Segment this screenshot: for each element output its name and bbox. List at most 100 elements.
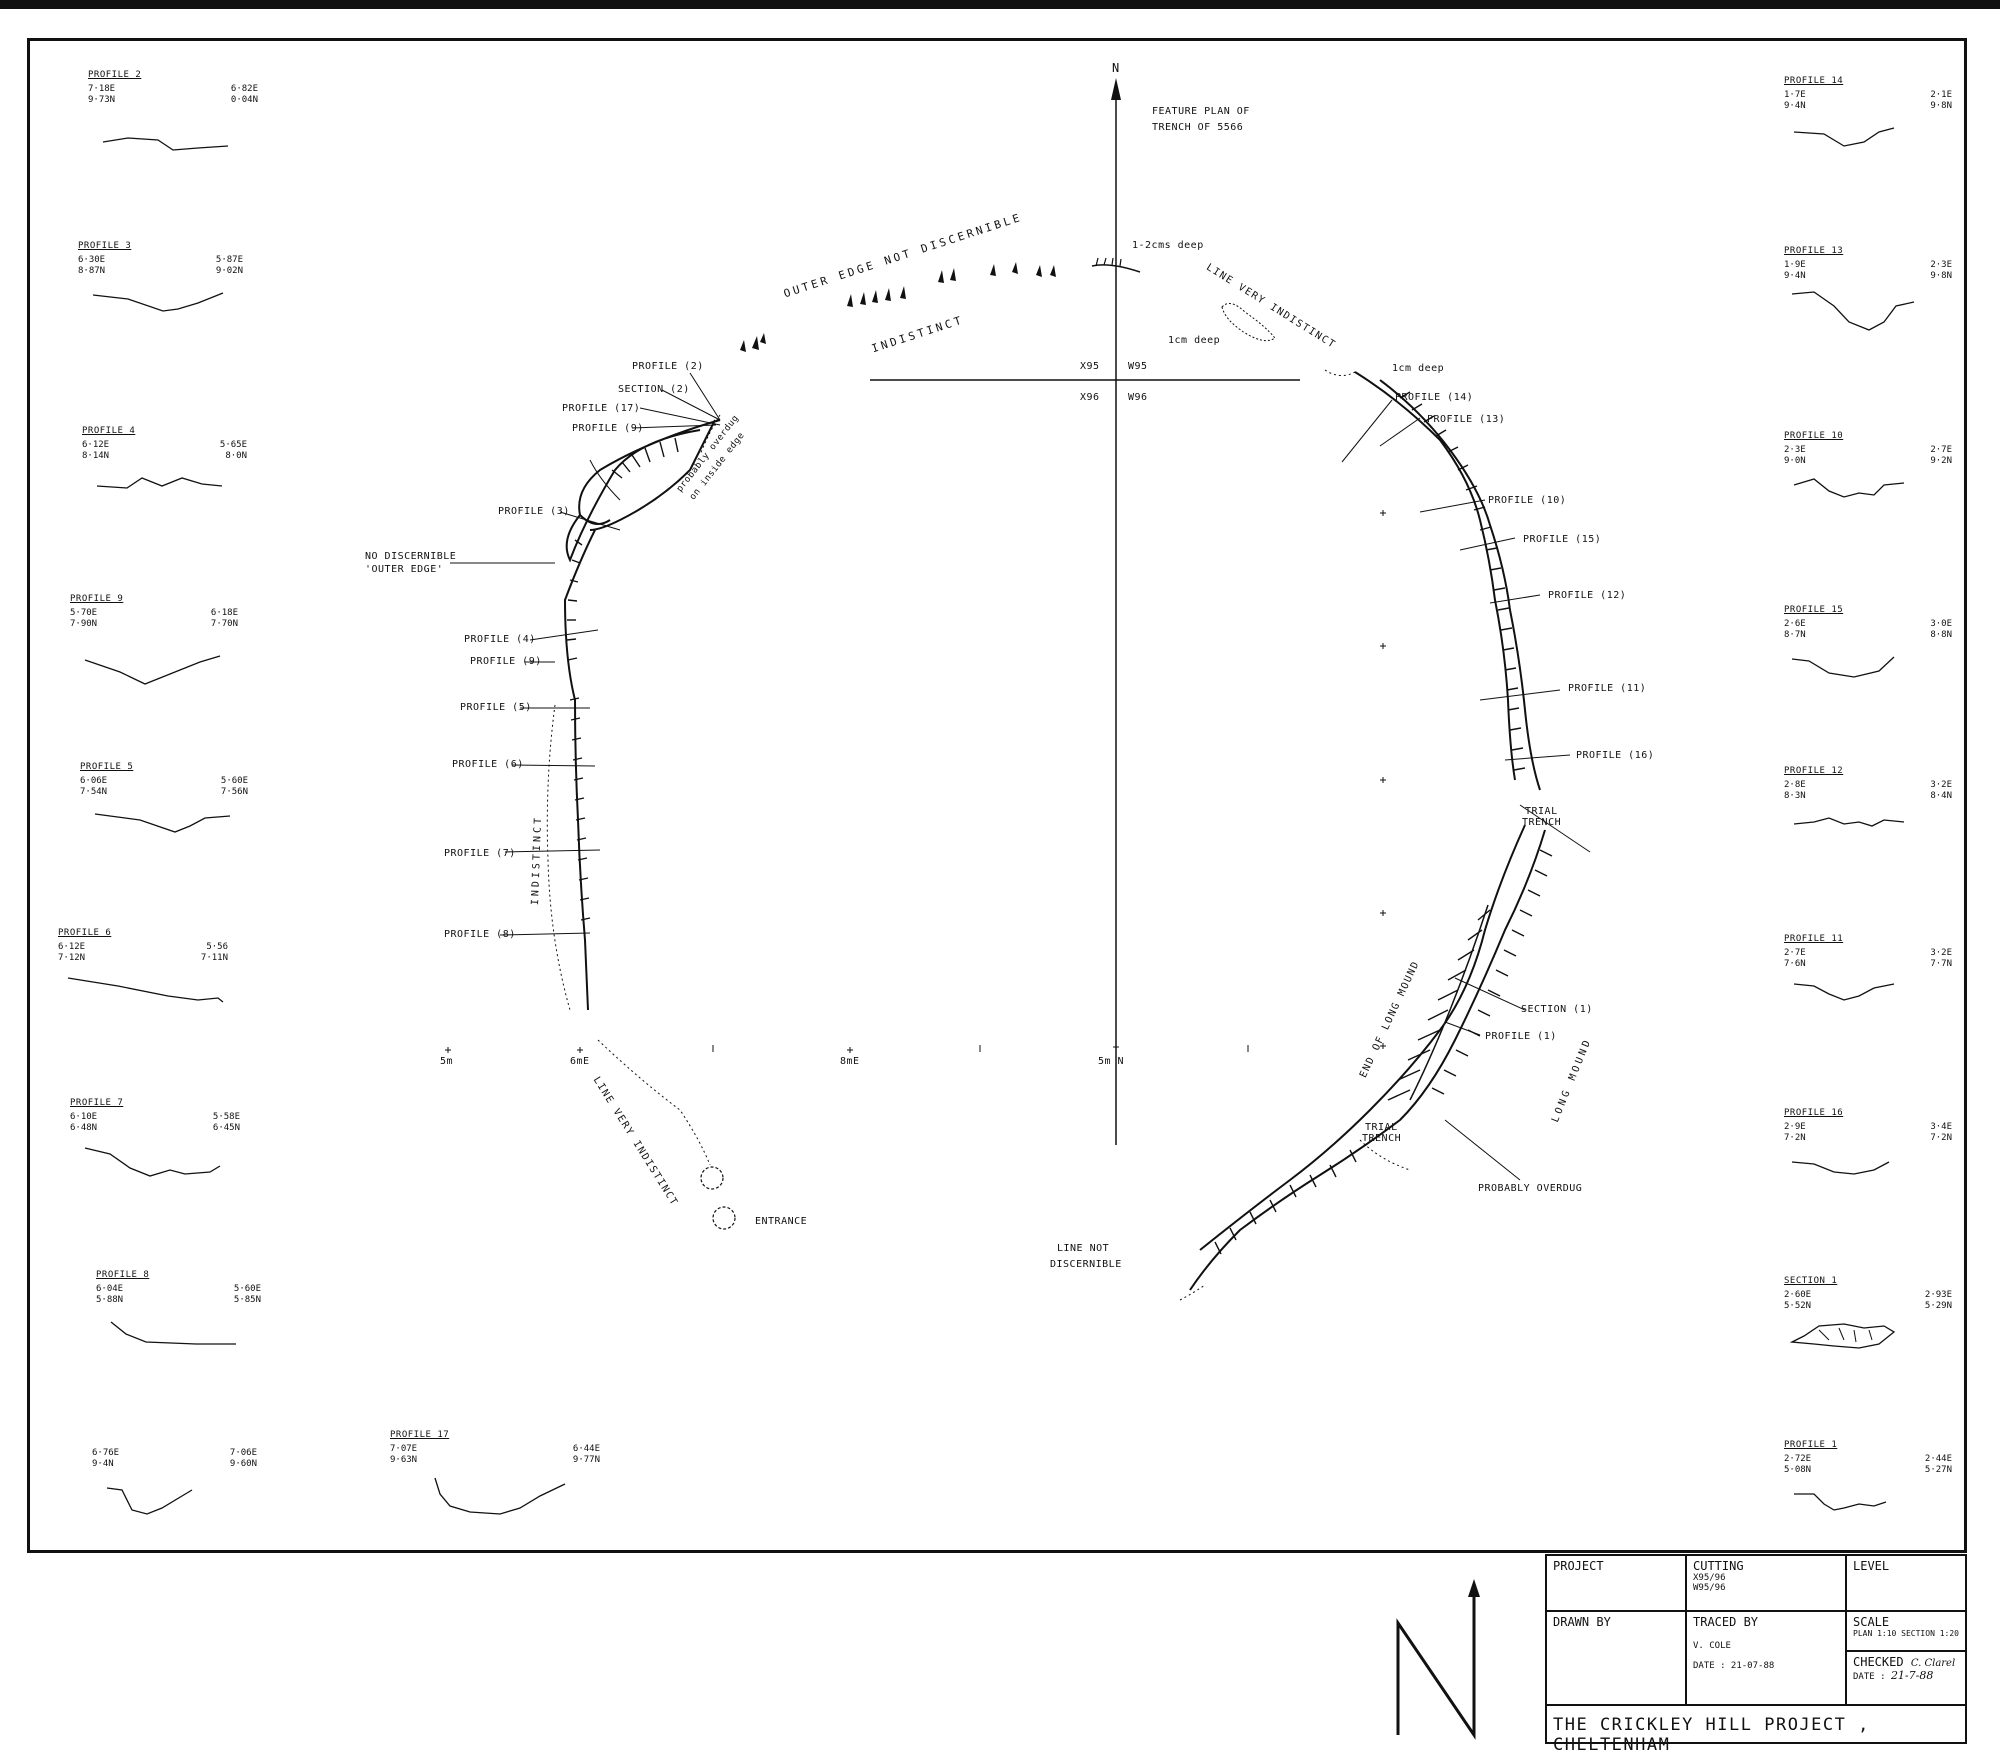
- scale-5mn: 5m N: [1098, 1056, 1125, 1067]
- long-mound-edge: [1409, 904, 1489, 1101]
- profile-curve: [1794, 1493, 1887, 1511]
- project-footer: THE CRICKLEY HILL PROJECT , CHELTENHAM: [1545, 1704, 1967, 1755]
- no-outer-edge-note-2: 'OUTER EDGE': [365, 564, 444, 575]
- profile-curve: [1791, 291, 1915, 331]
- scale-cell: SCALE PLAN 1:10 SECTION 1:20: [1845, 1610, 1967, 1652]
- profile-curve: [84, 655, 221, 685]
- line-not-label: LINE NOT: [1057, 1243, 1110, 1254]
- shallow-feature-dotted: [1221, 302, 1276, 342]
- scale-6me: 6mE: [570, 1056, 590, 1067]
- north-symbol-icon: [1396, 1579, 1480, 1740]
- grid-label-w95: W95: [1128, 361, 1148, 372]
- callout-profile-4: PROFILE (4): [464, 634, 536, 645]
- profile-curve: [1793, 817, 1905, 827]
- callout-profile-10: PROFILE (10): [1488, 495, 1567, 506]
- profile-curve: [110, 1321, 236, 1345]
- right-ditch-lower: [1189, 824, 1546, 1291]
- discernible-label: DISCERNIBLE: [1050, 1259, 1122, 1270]
- callout-section-2: SECTION (2): [618, 384, 690, 395]
- callout-profile-13: PROFILE (13): [1427, 414, 1506, 425]
- level-cell: LEVEL: [1845, 1554, 1967, 1612]
- top-border-bar: [0, 0, 2000, 9]
- callout-profile-14: PROFILE (14): [1395, 392, 1474, 403]
- trial-trench-b: TRIAL: [1365, 1122, 1398, 1133]
- probably-overdug-note: PROBABLY OVERDUG: [1478, 1183, 1583, 1194]
- trial-trench-a: TRIAL: [1525, 806, 1558, 817]
- title-block: PROJECT CUTTING X95/96 W95/96 LEVEL DRAW…: [1545, 1554, 1967, 1755]
- callout-profile-16: PROFILE (16): [1576, 750, 1655, 761]
- profile-curve: [67, 977, 224, 1003]
- profile-curve: [1793, 478, 1905, 498]
- one-cm-deep-b: 1cm deep: [1392, 363, 1445, 374]
- outer-edge-ticks: [740, 262, 1056, 352]
- left-indistinct-dotted: [546, 704, 571, 1011]
- cutting-cell: CUTTING X95/96 W95/96: [1685, 1554, 1847, 1612]
- callout-profile-9b: PROFILE (9): [470, 656, 542, 667]
- profile-curve: [434, 1477, 566, 1515]
- profile-curve: [1791, 1161, 1890, 1175]
- entrance-posthole-b: [712, 1206, 736, 1230]
- profile-curve: [1791, 656, 1895, 678]
- callout-profile-7: PROFILE (7): [444, 848, 516, 859]
- profile-curve: [102, 137, 229, 151]
- long-mound-hachures: [1387, 909, 1491, 1101]
- grid-label-x96: X96: [1080, 392, 1100, 403]
- profile-curve: [106, 1487, 193, 1515]
- drawn-by-cell: DRAWN BY: [1545, 1610, 1687, 1706]
- profile-curve: [84, 1147, 221, 1177]
- traced-by-cell: TRACED BY V. COLE DATE : 21-07-88: [1685, 1610, 1847, 1706]
- right-ditch-hachures: [1214, 391, 1553, 1255]
- cms-deep-note: 1-2cms deep: [1132, 240, 1204, 251]
- grid-crosses: [445, 510, 1386, 1053]
- callout-profile-6: PROFILE (6): [452, 759, 524, 770]
- entrance-label: ENTRANCE: [755, 1216, 808, 1227]
- checked-cell: CHECKED C. Clarel DATE : 21-7-88: [1845, 1650, 1967, 1706]
- scale-5m: 5m: [440, 1056, 454, 1067]
- callout-profile-15: PROFILE (15): [1523, 534, 1602, 545]
- trial-trench-a2: TRENCH: [1522, 817, 1562, 828]
- callout-section-1: SECTION (1): [1521, 1004, 1593, 1015]
- one-cm-deep-a: 1cm deep: [1168, 335, 1221, 346]
- project-cell: PROJECT: [1545, 1554, 1687, 1612]
- grid-label-x95: X95: [1080, 361, 1100, 372]
- north-arrow-icon: [1111, 78, 1121, 100]
- right-ditch-outer: [1354, 371, 1541, 791]
- right-callout-lines: [1341, 399, 1591, 1181]
- profile-curve: [1793, 983, 1895, 1001]
- callout-profile-1: PROFILE (1): [1485, 1031, 1557, 1042]
- callout-profile-17: PROFILE (17): [562, 403, 641, 414]
- profile-curve: [1793, 127, 1895, 147]
- left-callout-lines: [450, 372, 721, 936]
- callout-profile-8: PROFILE (8): [444, 929, 516, 940]
- callout-profile-11: PROFILE (11): [1568, 683, 1647, 694]
- feature-plan-title-2: TRENCH OF 5566: [1152, 122, 1244, 133]
- outer-edge-dotted: [699, 414, 721, 456]
- scale-8me: 8mE: [840, 1056, 860, 1067]
- entrance-dotted: [597, 1039, 711, 1166]
- trial-trench-b2: TRENCH: [1362, 1133, 1402, 1144]
- section-drawing: [1789, 1323, 1896, 1349]
- profile-curve: [96, 477, 223, 489]
- profile-curve: [94, 813, 231, 833]
- grid-label-w96: W96: [1128, 392, 1148, 403]
- drawing-frame: [27, 38, 1967, 1553]
- entrance-posthole-a: [700, 1166, 724, 1190]
- left-ditch-outer: [589, 459, 621, 501]
- callout-profile-12: PROFILE (12): [1548, 590, 1627, 601]
